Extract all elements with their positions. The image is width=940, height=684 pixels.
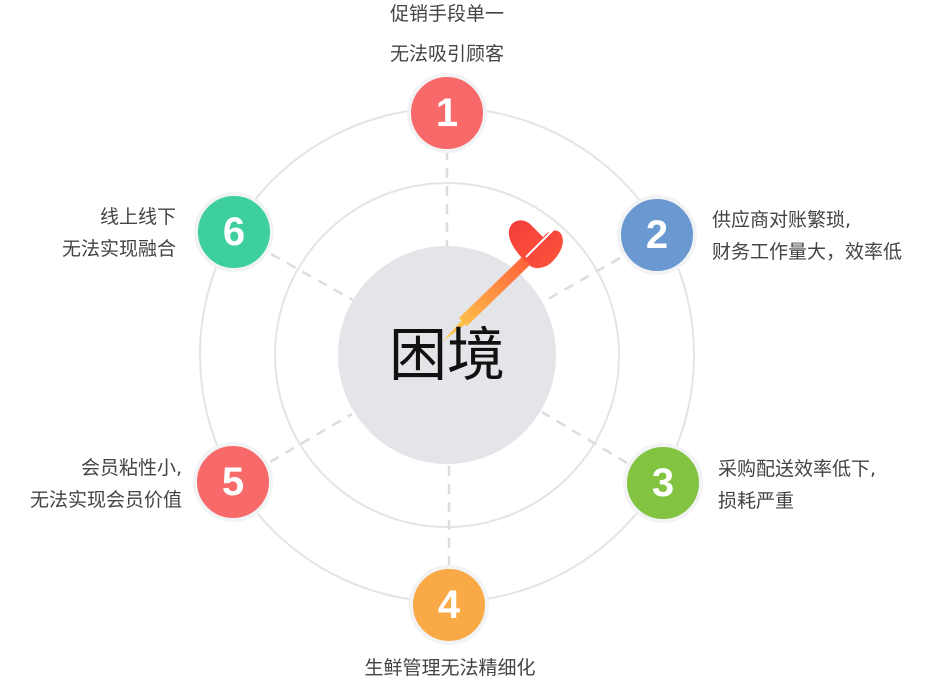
label-3-line-1: 采购配送效率低下,: [718, 458, 877, 480]
badge-4: 4: [409, 565, 489, 645]
inner-ring: [274, 182, 620, 528]
label-3: 采购配送效率低下, 损耗严重: [718, 453, 876, 517]
label-5-line-1: 会员粘性小,: [80, 457, 182, 479]
label-1-line-1: 促销手段单一: [389, 3, 504, 25]
label-4-line-1: 生鲜管理无法精细化: [364, 657, 536, 679]
spokes: [269, 150, 628, 566]
label-4: 生鲜管理无法精细化: [340, 652, 560, 684]
label-6-line-1: 线上线下: [99, 206, 176, 228]
label-6-line-2: 无法实现融合: [61, 238, 176, 260]
label-3-line-2: 损耗严重: [718, 490, 795, 512]
label-6: 线上线下 无法实现融合: [0, 201, 176, 265]
label-2-line-1: 供应商对账繁琐,: [712, 209, 852, 231]
badge-2: 2: [617, 195, 697, 275]
badge-5: 5: [193, 442, 273, 522]
dart-icon: [443, 220, 563, 341]
label-1-line-2: 无法吸引顾客: [389, 43, 504, 65]
center-disk: [338, 246, 556, 464]
label-5-line-2: 无法实现会员价值: [29, 489, 182, 511]
center-title: 困境: [388, 321, 505, 389]
label-2-line-2: 财务工作量大，效率低: [712, 241, 903, 263]
label-2: 供应商对账繁琐, 财务工作量大，效率低: [712, 204, 902, 268]
badge-1: 1: [407, 73, 487, 153]
badge-3: 3: [623, 443, 703, 523]
badge-6: 6: [194, 192, 274, 272]
label-5: 会员粘性小, 无法实现会员价值: [0, 452, 182, 516]
label-1: 促销手段单一 无法吸引顾客: [347, 0, 547, 74]
